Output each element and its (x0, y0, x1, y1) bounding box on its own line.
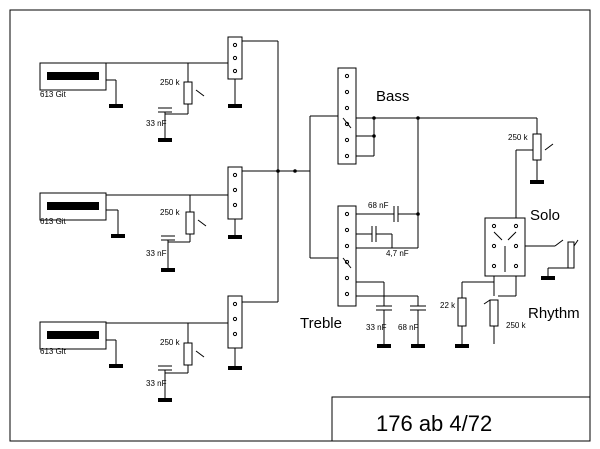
pickup-2-pot-value: 250 k (160, 208, 181, 217)
output-jack (541, 239, 579, 280)
output-section: 250 k Solo 22 k (440, 118, 580, 348)
pickup-channel-2: 613 Git 250 k 33 nF (39, 166, 310, 272)
pickup-channel-3: 613 Git 250 k 33 nF (39, 295, 278, 402)
treble-cap-upper: 68 nF (368, 201, 389, 210)
pickup-3-cap-value: 33 nF (146, 379, 167, 388)
output-volume-pot-value: 250 k (508, 133, 529, 142)
pickup-3-magnet-bar (47, 331, 99, 339)
rhythm-resistor (457, 297, 467, 327)
pickup-2-magnet-bar (47, 202, 99, 210)
rhythm-pot (489, 299, 499, 327)
pickup-1-pot-value: 250 k (160, 78, 181, 87)
title-block: 176 ab 4/72 (331, 396, 591, 442)
rhythm-label: Rhythm (528, 305, 580, 322)
pickup-1-magnet-bar (47, 72, 99, 80)
treble-cap-lower-b: 68 nF (398, 323, 419, 332)
solo-label: Solo (530, 207, 560, 224)
treble-label: Treble (300, 315, 342, 332)
pickup-3-volume-pot (183, 342, 193, 366)
bass-label: Bass (376, 88, 409, 105)
treble-switch (337, 205, 357, 307)
treble-switch-group: 68 nF 4,7 nF 33 nF 68 nF Treble (300, 201, 426, 348)
pickup-1-volume-pot (183, 81, 193, 105)
drawing-frame (9, 9, 591, 442)
pickup-channel-1: 613 Git 250 k 33 nF (39, 36, 278, 142)
treble-cap-lower-a: 33 nF (366, 323, 387, 332)
pickup-3-label: 613 Git (40, 347, 67, 356)
bass-switch-group: Bass (337, 67, 409, 165)
bass-switch (337, 67, 357, 165)
pickup-2-switch (227, 166, 243, 220)
pickup-2-label: 613 Git (40, 217, 67, 226)
title-block-text: 176 ab 4/72 (376, 411, 492, 436)
pickup-2-cap-value: 33 nF (146, 249, 167, 258)
pickup-3-switch (227, 295, 243, 349)
output-volume-pot (532, 133, 542, 161)
pickup-3-pot-value: 250 k (160, 338, 181, 347)
pickup-1-cap-value: 33 nF (146, 119, 167, 128)
treble-cap-middle: 4,7 nF (386, 249, 409, 258)
pickup-1-label: 613 Git (40, 90, 67, 99)
pickup-2-volume-pot (185, 211, 195, 235)
rhythm-pot-value: 250 k (506, 321, 527, 330)
rhythm-resistor-value: 22 k (440, 301, 456, 310)
